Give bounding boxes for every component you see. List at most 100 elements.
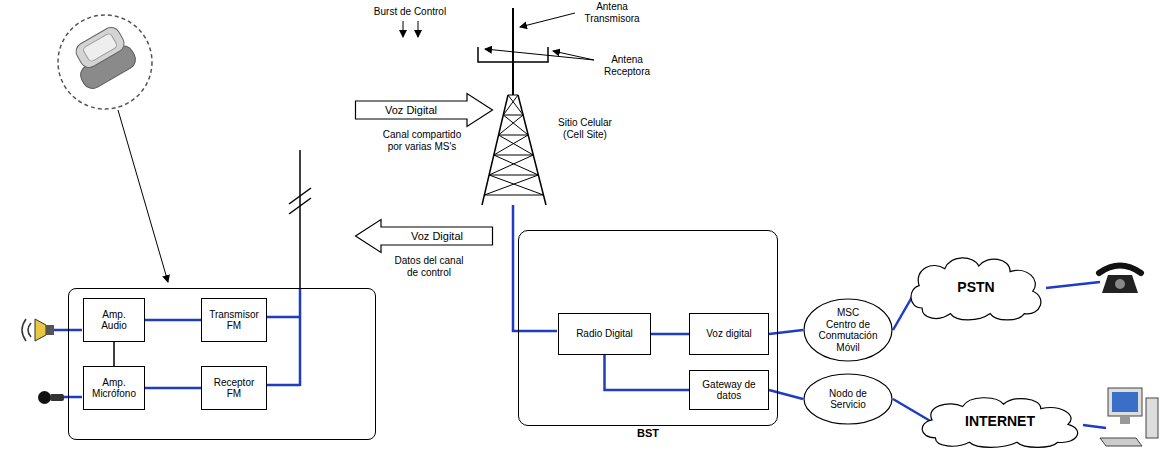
process-box: Receptor FM [201, 366, 267, 410]
node-label: Gateway de datos [699, 379, 759, 402]
keyboard [1100, 438, 1142, 446]
process-box: Voz digital [689, 313, 769, 355]
mic-handle [50, 394, 64, 401]
connector-line [769, 330, 803, 334]
ellipse-shape [804, 374, 892, 424]
connector-line [113, 342, 115, 366]
node-label: Transmisor FM [206, 309, 262, 332]
cell-tower [478, 8, 548, 205]
text-group: Gateway de datos [690, 371, 768, 409]
network-ellipse: MSCCentro de Conmutación Móvil [803, 298, 893, 362]
phone-screen [82, 33, 118, 63]
phone-flap [73, 24, 128, 71]
node-text: Centro de Conmutación Móvil [812, 319, 884, 354]
computer-tower [1146, 398, 1158, 438]
hollow-arrow [356, 94, 493, 127]
process-box: Amp. Micrófono [83, 366, 145, 410]
telephone-body [1102, 275, 1138, 293]
node-label: Amp. Audio [90, 309, 138, 332]
text-group: Amp. Audio [84, 299, 144, 341]
antenna-slash [289, 188, 311, 204]
hollow-arrow [356, 220, 493, 253]
telephone-dial [1115, 279, 1125, 289]
connector-line [651, 333, 689, 336]
cloud-shape [922, 398, 1077, 448]
connector-line [769, 390, 803, 399]
burst-arrow [403, 21, 404, 37]
dashed-circle [58, 15, 152, 109]
base-station-box: BSTRadio DigitalVoz digitalGateway de da… [518, 230, 778, 426]
text-group: MSCCentro de Conmutación Móvil [803, 298, 893, 362]
node-label: BST [637, 427, 659, 440]
leader-arrow [485, 49, 594, 60]
monitor-stand [1120, 416, 1130, 424]
process-box: Gateway de datos [689, 370, 769, 410]
microphone-icon [38, 391, 64, 404]
text-group: Voz Digital [355, 101, 467, 119]
node-label: INTERNET [965, 413, 1035, 429]
node-label: Receptor FM [206, 377, 262, 400]
text-group: BST [519, 427, 777, 440]
phone-line [1046, 282, 1100, 288]
process-box: Amp. Audio [83, 298, 145, 342]
process-box: Transmisor FM [201, 298, 267, 342]
mic-wire [64, 396, 82, 399]
leader-arrow [553, 51, 594, 60]
node-label: Amp. Micrófono [90, 377, 138, 400]
signal-arrow: Voz Digital [355, 93, 493, 127]
node-label: Voz digital [706, 328, 752, 340]
annotation-label: Sitio Celular (Cell Site) [549, 117, 621, 141]
node-label: Voz Digital [411, 230, 463, 243]
tower-feed-line [513, 205, 557, 331]
cloud-shape [911, 258, 1041, 320]
antenna-slash [289, 198, 311, 214]
speaker-magnet [46, 325, 54, 335]
text-group: INTERNET [915, 393, 1085, 449]
annotation-label: Burst de Control [360, 6, 460, 18]
network-cloud: INTERNET [915, 393, 1085, 449]
leader-arrow [520, 13, 575, 27]
node-label: PSTN [957, 279, 994, 295]
node-label: Radio Digital [576, 328, 633, 340]
annotation-label: Canal compartido por varias MS's [377, 129, 467, 153]
monitor-screen [1112, 392, 1138, 412]
text-group: PSTN [905, 252, 1047, 322]
process-box: Radio Digital [558, 313, 651, 355]
computer-line [1083, 425, 1106, 428]
telephone-icon [1099, 266, 1141, 294]
mic-head [38, 391, 51, 404]
connector-line [893, 399, 930, 421]
network-cloud: PSTN [905, 252, 1047, 322]
mobile-phone-icon [66, 23, 139, 92]
text-group: Amp. Micrófono [84, 367, 144, 409]
connector-line [145, 319, 201, 322]
mobile-station-box: Amp. Audio Transmisor FM Amp. Micrófono Rec… [68, 288, 376, 440]
text-group: Radio Digital [559, 314, 650, 354]
signal-arrow: Voz Digital [355, 219, 493, 253]
annotation-label: Antena Transmisora [577, 1, 647, 25]
telephone-handset [1099, 266, 1141, 274]
node-label: Nodo de Servicio [815, 388, 881, 411]
sound-wave [28, 323, 31, 337]
text-group: Transmisor FM [202, 299, 266, 341]
network-ellipse: Nodo de Servicio [803, 373, 893, 425]
antenna-mast [299, 150, 301, 290]
annotation-label: Datos del canal de control [388, 255, 470, 279]
speaker-icon [22, 319, 54, 341]
antenna-wire [262, 289, 300, 386]
connector-line [145, 387, 201, 390]
sound-wave [22, 319, 26, 341]
monitor [1108, 388, 1142, 416]
pointer-arrow [118, 110, 168, 282]
tower-legs [482, 95, 546, 205]
annotation-label: Antena Receptora [597, 54, 657, 78]
text-group: Voz Digital [381, 227, 493, 245]
ellipse-shape [804, 299, 892, 361]
speaker-cone [35, 319, 46, 341]
text-group: Voz digital [690, 314, 768, 354]
node-label: MSC [837, 307, 859, 319]
